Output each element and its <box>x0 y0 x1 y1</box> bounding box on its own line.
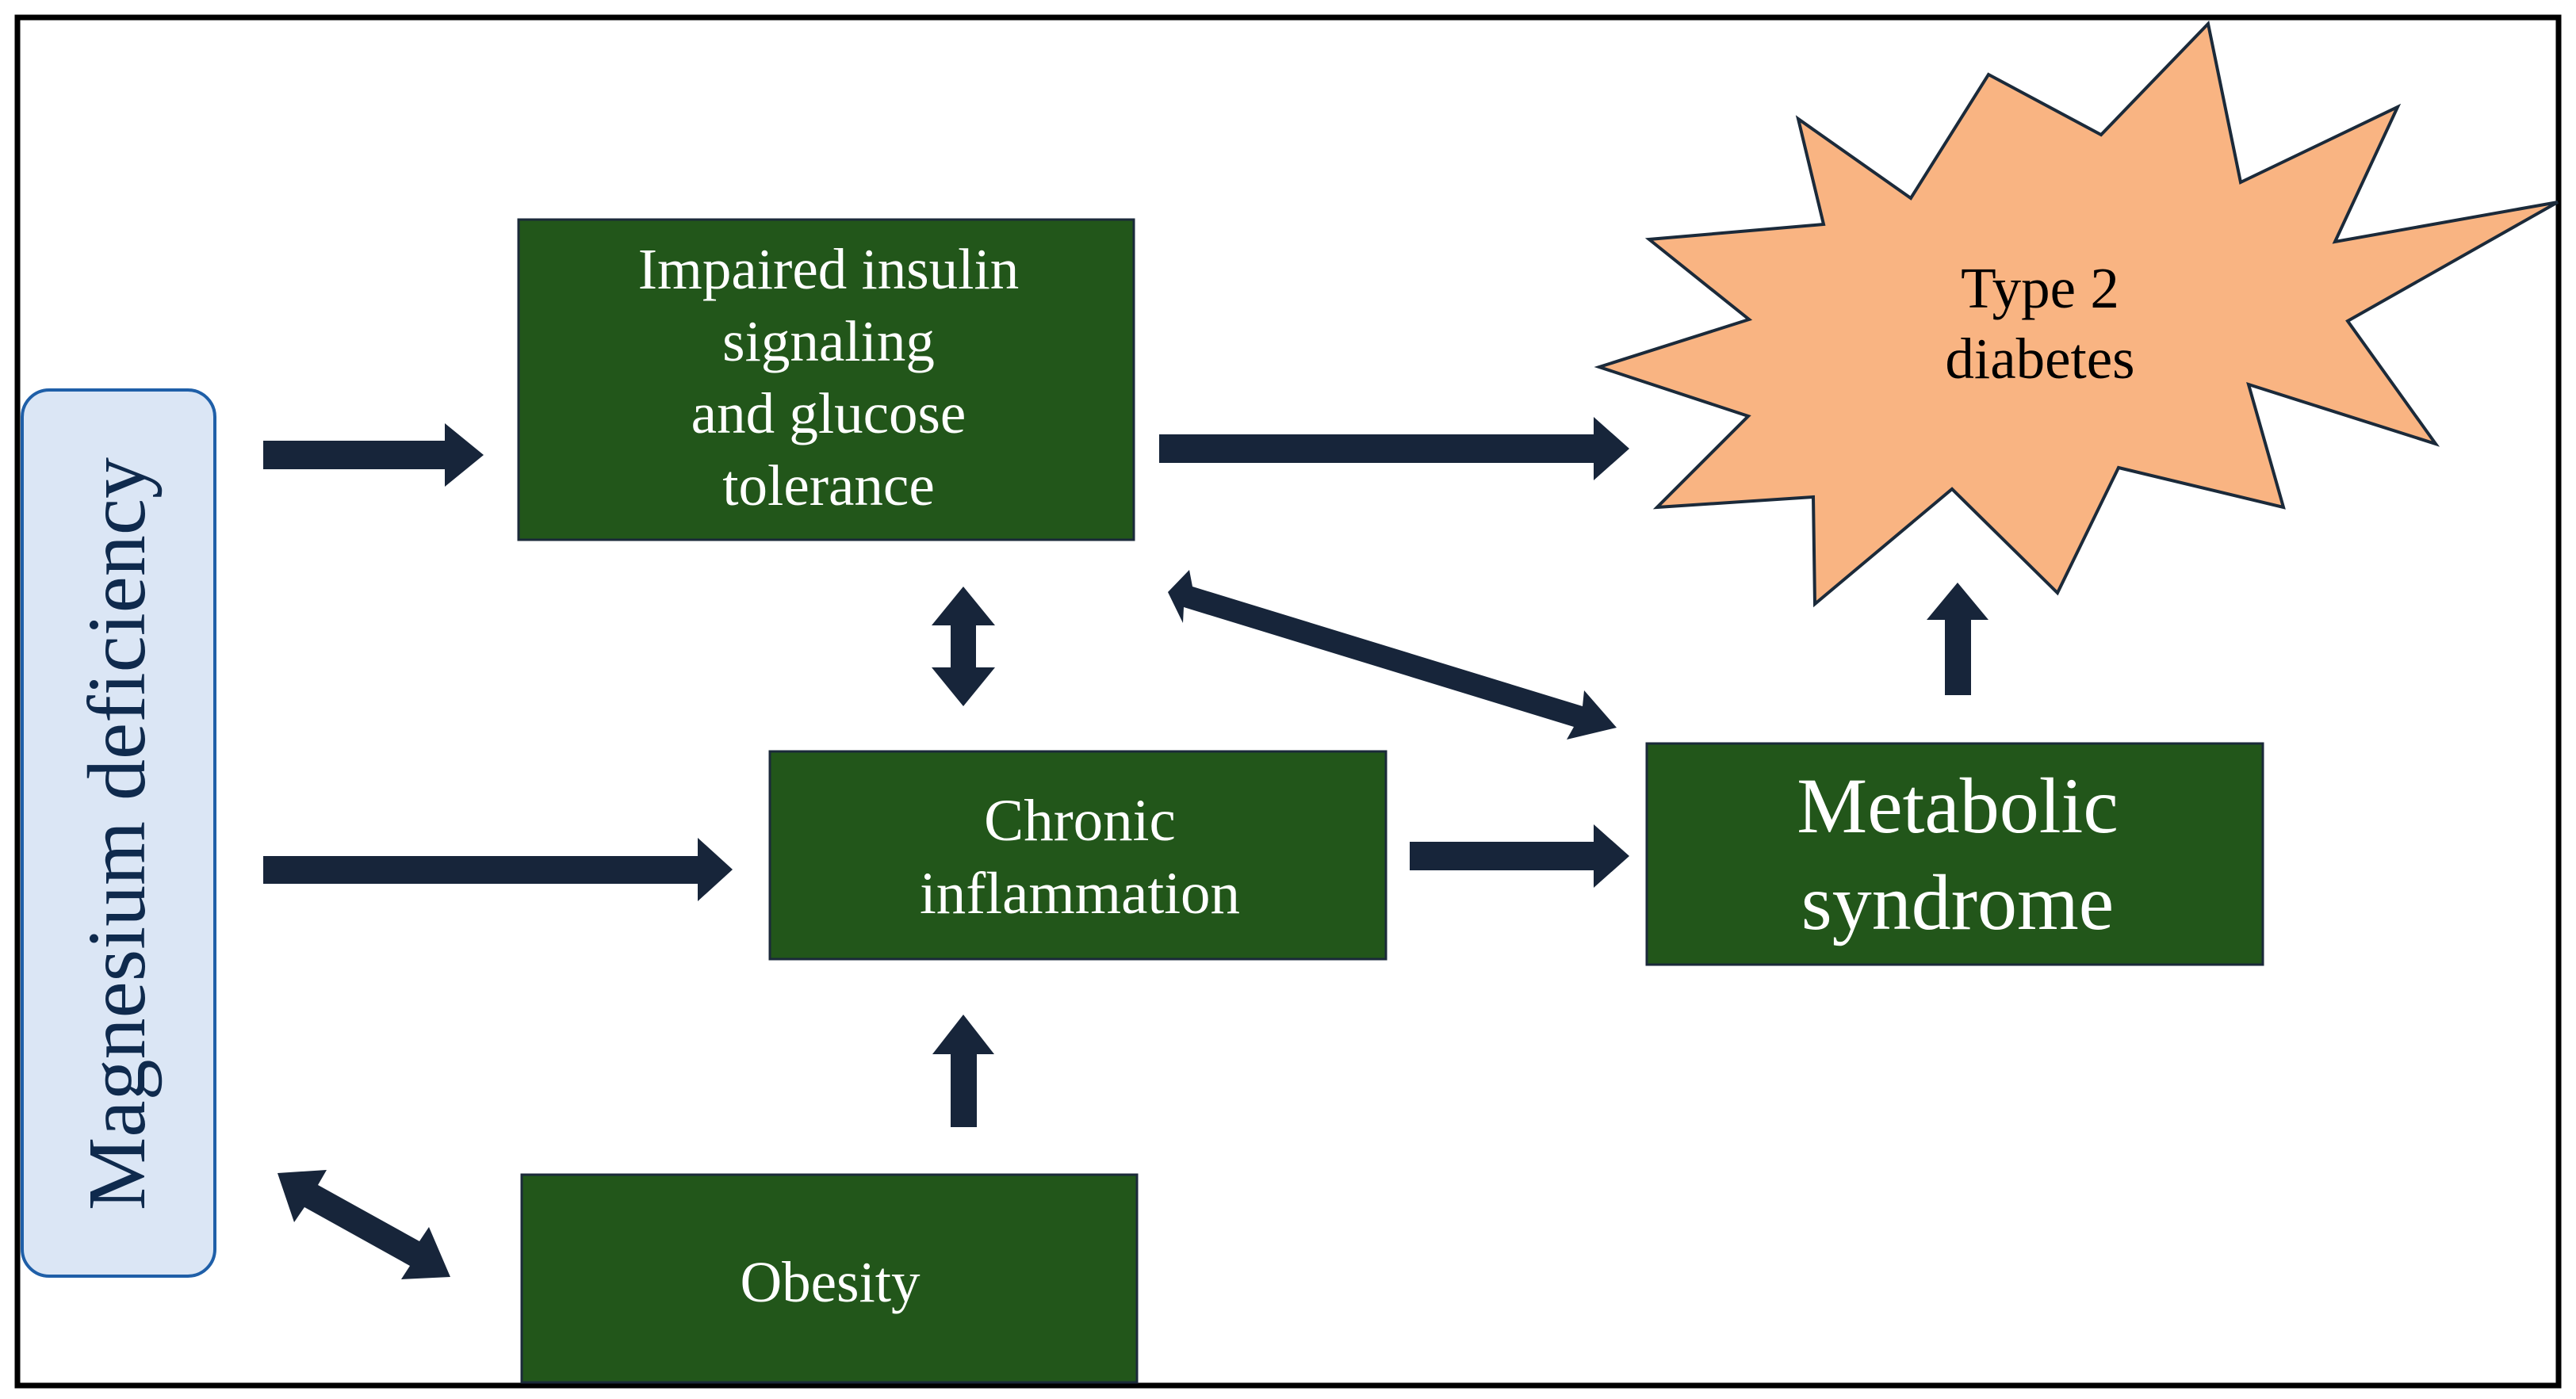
impaired-insulin-line-2: signaling <box>722 309 935 373</box>
metabolic-syndrome-box <box>1645 742 2264 966</box>
chronic-inflammation-line-2: inflammation <box>920 861 1240 927</box>
type-2-diabetes-line-2: diabetes <box>1945 327 2134 391</box>
obesity-node: Obesity <box>520 1173 1139 1384</box>
obesity-label: Obesity <box>740 1250 921 1314</box>
diagram-frame <box>14 14 2562 1389</box>
magnesium-deficiency-label: Magnesium deficiency <box>71 457 163 1210</box>
arrow-insulin-metabolic-double <box>1168 570 1617 740</box>
arrow-magnesium-obesity-double <box>278 1170 450 1279</box>
metabolic-syndrome-line-1: Metabolic <box>1797 762 2118 850</box>
metabolic-syndrome-node: Metabolic syndrome <box>1645 742 2264 966</box>
arrow-inflammation-to-metabolic <box>1410 824 1629 888</box>
type-2-diabetes-burst <box>1594 20 2559 608</box>
arrow-metabolic-to-diabetes <box>1927 583 1988 695</box>
arrows <box>263 417 1988 1279</box>
chronic-inflammation-box <box>768 750 1388 961</box>
chronic-inflammation-line-1: Chronic <box>984 788 1176 854</box>
impaired-insulin-line-1: Impaired insulin <box>638 237 1020 301</box>
arrow-obesity-to-inflammation <box>932 1015 994 1127</box>
arrow-insulin-to-diabetes <box>1159 417 1629 480</box>
metabolic-syndrome-line-2: syndrome <box>1801 858 2114 946</box>
impaired-insulin-line-3: and glucose <box>691 381 966 445</box>
impaired-insulin-line-4: tolerance <box>722 453 934 518</box>
impaired-insulin-node: Impaired insulin signaling and glucose t… <box>517 218 1135 541</box>
arrow-insulin-inflammation-double <box>932 587 995 706</box>
obesity-box <box>520 1173 1139 1384</box>
type-2-diabetes-node: Type 2 diabetes <box>1594 20 2559 608</box>
magnesium-deficiency-box <box>21 388 216 1278</box>
impaired-insulin-box <box>517 218 1135 541</box>
chronic-inflammation-node: Chronic inflammation <box>768 750 1388 961</box>
arrow-magnesium-to-inflammation <box>263 838 733 901</box>
type-2-diabetes-line-1: Type 2 <box>1961 256 2119 320</box>
magnesium-deficiency-node: Magnesium deficiency <box>21 388 216 1278</box>
arrow-magnesium-to-insulin <box>263 423 484 487</box>
